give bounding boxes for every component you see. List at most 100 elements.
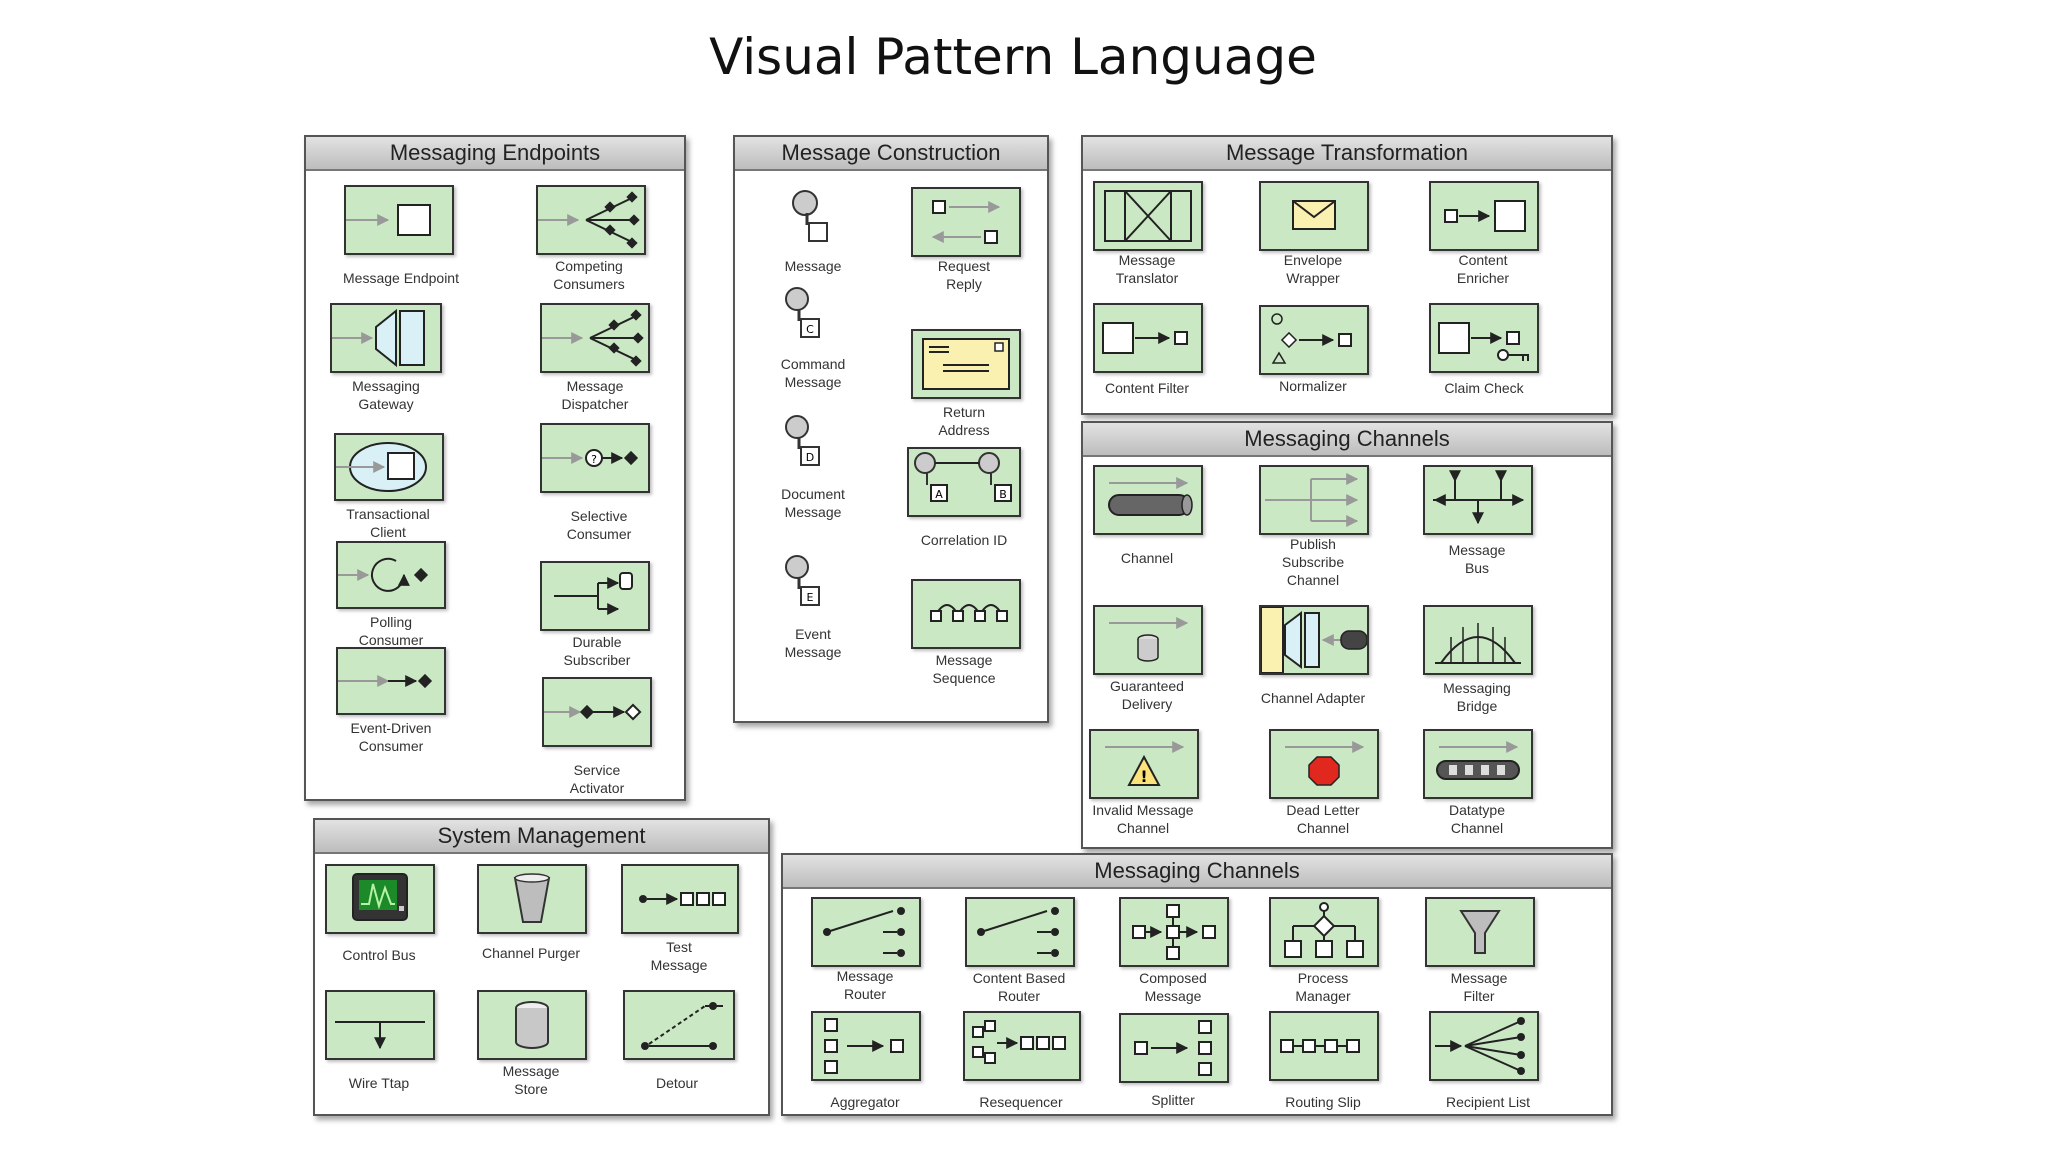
control-bus-item[interactable]: Control Bus (323, 864, 453, 974)
aggregator-item[interactable]: Aggregator (805, 1011, 935, 1111)
guaranteed-delivery-item[interactable]: Guaranteed Delivery (1091, 605, 1221, 715)
message-dispatcher-label: Message Dispatcher (561, 378, 629, 412)
messaging-gateway-label: Messaging Gateway (352, 378, 420, 412)
message-router-item[interactable]: Message Router (805, 897, 935, 1007)
polling-consumer-item[interactable]: Polling Consumer (316, 541, 476, 651)
message-store-icon (477, 990, 587, 1060)
claim-check-item[interactable]: Claim Check (1423, 303, 1553, 403)
publish-subscribe-channel-item[interactable]: Publish Subscribe Channel (1253, 465, 1383, 595)
event-message-item[interactable]: E Event Message (753, 553, 873, 663)
envelope-wrapper-item[interactable]: Envelope Wrapper (1253, 181, 1383, 291)
correlation-id-label: Correlation ID (920, 532, 1008, 548)
command-message-label: Command Message (780, 356, 846, 390)
transactional-client-label: Transactional Client (346, 506, 430, 540)
test-message-item[interactable]: Test Message (615, 864, 755, 974)
system-management-panel: System Management Control Bus Channel Pu… (313, 818, 770, 1116)
command-message-item[interactable]: C Command Message (753, 285, 873, 395)
return-address-item[interactable]: Return Address (903, 329, 1033, 449)
composed-message-label: Composed Message (1139, 970, 1207, 1004)
svg-text:E: E (807, 591, 814, 604)
durable-subscriber-item[interactable]: Durable Subscriber (506, 561, 666, 671)
process-manager-label: Process Manager (1295, 970, 1351, 1004)
service-activator-item[interactable]: Service Activator (506, 677, 666, 796)
event-driven-consumer-icon (336, 647, 446, 715)
transactional-client-icon (334, 433, 444, 501)
document-message-item[interactable]: D Document Message (753, 413, 873, 523)
splitter-item[interactable]: Splitter (1113, 1011, 1243, 1111)
system-management-header: System Management (315, 820, 768, 854)
message-bus-item[interactable]: Message Bus (1417, 465, 1547, 585)
recipient-list-item[interactable]: Recipient List (1423, 1011, 1553, 1111)
composed-message-item[interactable]: Composed Message (1113, 897, 1243, 1007)
channel-label: Channel (1120, 550, 1174, 566)
aggregator-icon (811, 1011, 921, 1081)
message-construction-header: Message Construction (735, 137, 1047, 171)
content-based-router-item[interactable]: Content Based Router (959, 897, 1089, 1007)
request-reply-icon (911, 187, 1021, 257)
datatype-channel-item[interactable]: Datatype Channel (1417, 729, 1547, 839)
routing-slip-item[interactable]: Routing Slip (1263, 1011, 1393, 1111)
messaging-gateway-item[interactable]: Messaging Gateway (316, 303, 476, 413)
control-bus-label: Control Bus (342, 947, 416, 963)
channel-purger-icon (477, 864, 587, 934)
message-transformation-header: Message Transformation (1083, 137, 1611, 171)
durable-subscriber-icon (540, 561, 650, 631)
envelope-wrapper-label: Envelope Wrapper (1283, 252, 1343, 286)
control-bus-icon (325, 864, 435, 934)
content-based-router-label: Content Based Router (972, 970, 1066, 1004)
resequencer-item[interactable]: Resequencer (959, 1011, 1099, 1111)
wire-tap-item[interactable]: Wire Ttap (323, 990, 453, 1100)
svg-text:B: B (999, 488, 1007, 501)
detour-item[interactable]: Detour (619, 990, 749, 1100)
messaging-bridge-icon (1423, 605, 1533, 675)
message-endpoint-icon (344, 185, 454, 255)
messaging-bridge-item[interactable]: Messaging Bridge (1417, 605, 1547, 715)
content-based-router-icon (965, 897, 1075, 967)
normalizer-item[interactable]: Normalizer (1253, 303, 1383, 403)
claim-check-icon (1429, 303, 1539, 373)
return-address-icon (911, 329, 1021, 399)
message-bus-label: Message Bus (1448, 542, 1506, 576)
message-store-item[interactable]: Message Store (471, 990, 601, 1100)
competing-consumers-item[interactable]: Competing Consumers (506, 185, 666, 295)
message-dispatcher-item[interactable]: Message Dispatcher (506, 303, 666, 413)
message-sequence-icon (911, 579, 1021, 649)
service-activator-icon (542, 677, 652, 747)
polling-consumer-icon (336, 541, 446, 609)
channel-item[interactable]: Channel (1091, 465, 1221, 575)
event-driven-consumer-label: Event-Driven Consumer (350, 720, 432, 754)
message-endpoint-item[interactable]: Message Endpoint (326, 185, 476, 286)
request-reply-item[interactable]: Request Reply (903, 187, 1033, 292)
invalid-message-channel-item[interactable]: ! Invalid Message Channel (1087, 729, 1217, 839)
claim-check-label: Claim Check (1444, 380, 1524, 396)
message-item[interactable]: Message (753, 187, 873, 287)
message-translator-item[interactable]: Message Translator (1091, 181, 1221, 291)
guaranteed-delivery-icon (1093, 605, 1203, 675)
event-driven-consumer-item[interactable]: Event-Driven Consumer (316, 647, 476, 757)
channel-purger-item[interactable]: Channel Purger (471, 864, 601, 974)
message-sequence-item[interactable]: Message Sequence (903, 579, 1033, 689)
process-manager-item[interactable]: Process Manager (1263, 897, 1393, 1007)
aggregator-label: Aggregator (830, 1094, 900, 1110)
dead-letter-channel-item[interactable]: Dead Letter Channel (1263, 729, 1393, 839)
content-enricher-item[interactable]: Content Enricher (1423, 181, 1553, 291)
invalid-message-channel-label: Invalid Message Channel (1092, 802, 1194, 836)
channel-adapter-item[interactable]: Channel Adapter (1253, 605, 1383, 715)
message-store-label: Message Store (502, 1063, 560, 1097)
message-translator-icon (1093, 181, 1203, 251)
message-sequence-label: Message Sequence (932, 652, 996, 686)
message-dispatcher-icon (540, 303, 650, 373)
message-filter-label: Message Filter (1450, 970, 1508, 1004)
content-filter-item[interactable]: Content Filter (1091, 303, 1221, 403)
svg-text:D: D (806, 451, 814, 464)
message-filter-item[interactable]: Message Filter (1419, 897, 1549, 1007)
selective-consumer-item[interactable]: ? Selective Consumer (506, 423, 666, 542)
transactional-client-item[interactable]: Transactional Client (316, 433, 476, 543)
messaging-endpoints-header: Messaging Endpoints (306, 137, 684, 171)
message-icon (792, 190, 828, 242)
messaging-endpoints-panel: Messaging Endpoints Message Endpoint Com… (304, 135, 686, 801)
dead-letter-channel-label: Dead Letter Channel (1286, 802, 1360, 836)
durable-subscriber-label: Durable Subscriber (563, 634, 631, 668)
splitter-label: Splitter (1151, 1092, 1195, 1108)
